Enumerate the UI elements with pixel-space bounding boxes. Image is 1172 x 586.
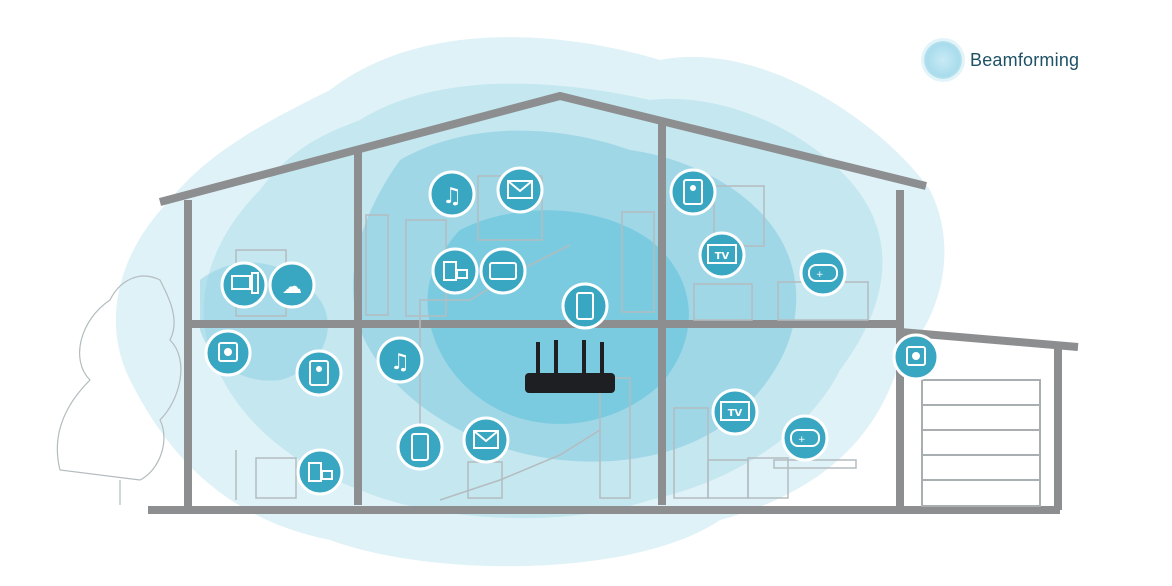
svg-text:TV: TV	[728, 408, 743, 419]
device-icons: ♫ ☁	[204, 166, 940, 496]
staircase-upper	[419, 244, 571, 440]
roof	[158, 91, 927, 206]
hall-door	[365, 214, 389, 316]
tree	[56, 275, 182, 505]
svg-text:☁: ☁	[282, 274, 302, 298]
dresser	[693, 283, 753, 321]
router-body	[525, 373, 615, 393]
fridge	[673, 407, 709, 499]
usb-drive-icon	[479, 247, 527, 295]
svg-text:♫: ♫	[390, 350, 410, 375]
music-icon: ♫	[428, 170, 476, 218]
game-console-icon	[431, 247, 479, 295]
house-outline	[148, 91, 1079, 514]
beamforming-swatch-icon	[924, 41, 962, 79]
doorbell-icon	[669, 168, 717, 216]
music-icon: ♫	[376, 336, 424, 384]
garage-door	[921, 379, 1041, 507]
legend: Beamforming	[924, 40, 1079, 80]
upstairs-right-door	[621, 211, 655, 313]
tree-crown	[56, 275, 182, 481]
mail-icon	[462, 416, 510, 464]
svg-text:♫: ♫	[442, 184, 462, 209]
mail-icon	[496, 166, 544, 214]
doorbell-icon	[295, 349, 343, 397]
smartphone-icon	[561, 282, 609, 330]
game-console-icon	[296, 448, 344, 496]
tv-icon: TV	[711, 388, 759, 436]
garage-roof	[899, 328, 1079, 351]
legend-label: Beamforming	[970, 49, 1080, 70]
gamepad-icon: +	[799, 249, 847, 297]
camera-icon	[892, 333, 940, 381]
dining-table	[773, 459, 857, 469]
oven	[747, 457, 789, 499]
garage-door-frame	[921, 379, 1041, 507]
nightstand	[255, 457, 297, 499]
gamepad-icon: +	[781, 414, 829, 462]
smartphone-icon	[396, 423, 444, 471]
cloud-storage-icon: ☁	[268, 261, 316, 309]
staircase-lower	[439, 429, 601, 501]
camera-icon	[204, 329, 252, 377]
tv-icon: TV	[698, 231, 746, 279]
svg-text:+: +	[816, 270, 824, 280]
svg-text:TV: TV	[715, 251, 730, 262]
computer-icon	[220, 261, 268, 309]
router	[525, 340, 615, 393]
svg-text:+: +	[798, 435, 806, 445]
